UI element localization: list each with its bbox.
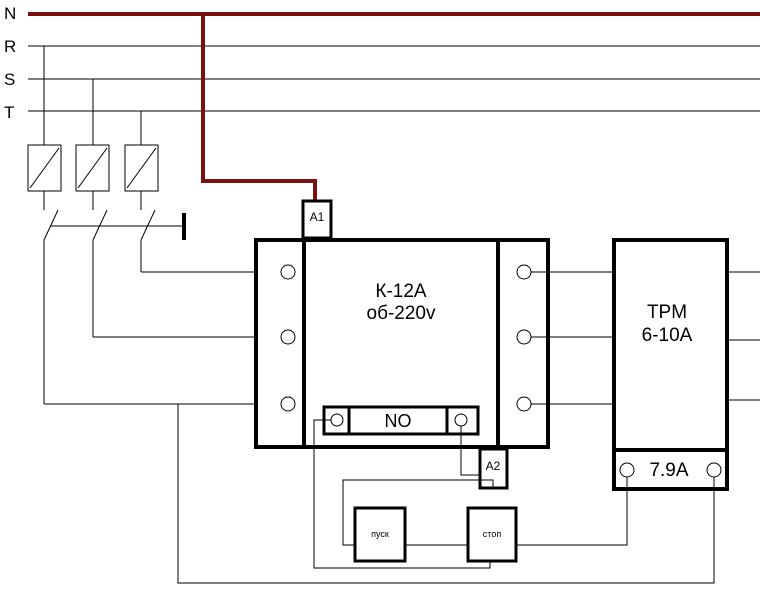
- bus-label-t: T: [4, 103, 14, 122]
- coil-terminal-a1: [301, 199, 333, 240]
- stop-button-box: [466, 506, 518, 563]
- aux-terminal-left: [330, 413, 344, 427]
- thermal-relay-range: 6-10A: [642, 325, 693, 346]
- breaker-contact-3: [140, 209, 156, 241]
- terminal-t1-out: [516, 396, 532, 412]
- thermal-relay-nc-terminal-right: [706, 462, 722, 478]
- bus-label-r: R: [4, 37, 16, 56]
- wire-l1-to-thermal-relay: [177, 404, 715, 584]
- thermal-relay-title: TPM: [647, 302, 687, 323]
- contactor-left-terminal-block: [254, 238, 306, 449]
- thermal-relay-nc-terminal-left: [619, 462, 635, 478]
- bus-label-s: S: [4, 70, 15, 89]
- terminal-t3-out: [516, 264, 532, 280]
- neutral-wire: [201, 14, 317, 201]
- bus-label-n: N: [4, 4, 16, 23]
- wire-aux-right: [460, 426, 480, 476]
- breaker-contact-2: [92, 209, 108, 241]
- wire-a2-to-start: [342, 479, 494, 546]
- terminal-t2-out: [516, 329, 532, 345]
- contactor-title: К-12А: [375, 281, 427, 302]
- terminal-l2-in: [280, 329, 296, 345]
- coil-label-a1: A1: [310, 210, 325, 224]
- breaker-pole-2: [75, 144, 110, 192]
- wire-thermal-relay-to-stop: [516, 477, 628, 546]
- breaker-pole-1: [27, 144, 62, 192]
- aux-contact-label-box: [347, 405, 449, 436]
- contactor-coil-voltage: об-220v: [367, 303, 436, 324]
- thermal-relay-setting: 7.9A: [649, 460, 688, 481]
- start-button-box: [353, 506, 407, 563]
- start-button-label: пуск: [371, 529, 389, 539]
- stop-button-label: стоп: [483, 529, 502, 539]
- coil-label-a2: A2: [486, 459, 501, 473]
- thermal-relay-body: [612, 238, 729, 452]
- aux-contact-label: NO: [385, 411, 412, 431]
- breaker-contact-1: [43, 209, 59, 241]
- breaker-pole-3: [124, 144, 159, 192]
- terminal-l3-in: [280, 264, 296, 280]
- aux-terminal-right: [454, 413, 468, 427]
- terminal-l1-in: [280, 396, 296, 412]
- wire-aux-left: [313, 419, 491, 569]
